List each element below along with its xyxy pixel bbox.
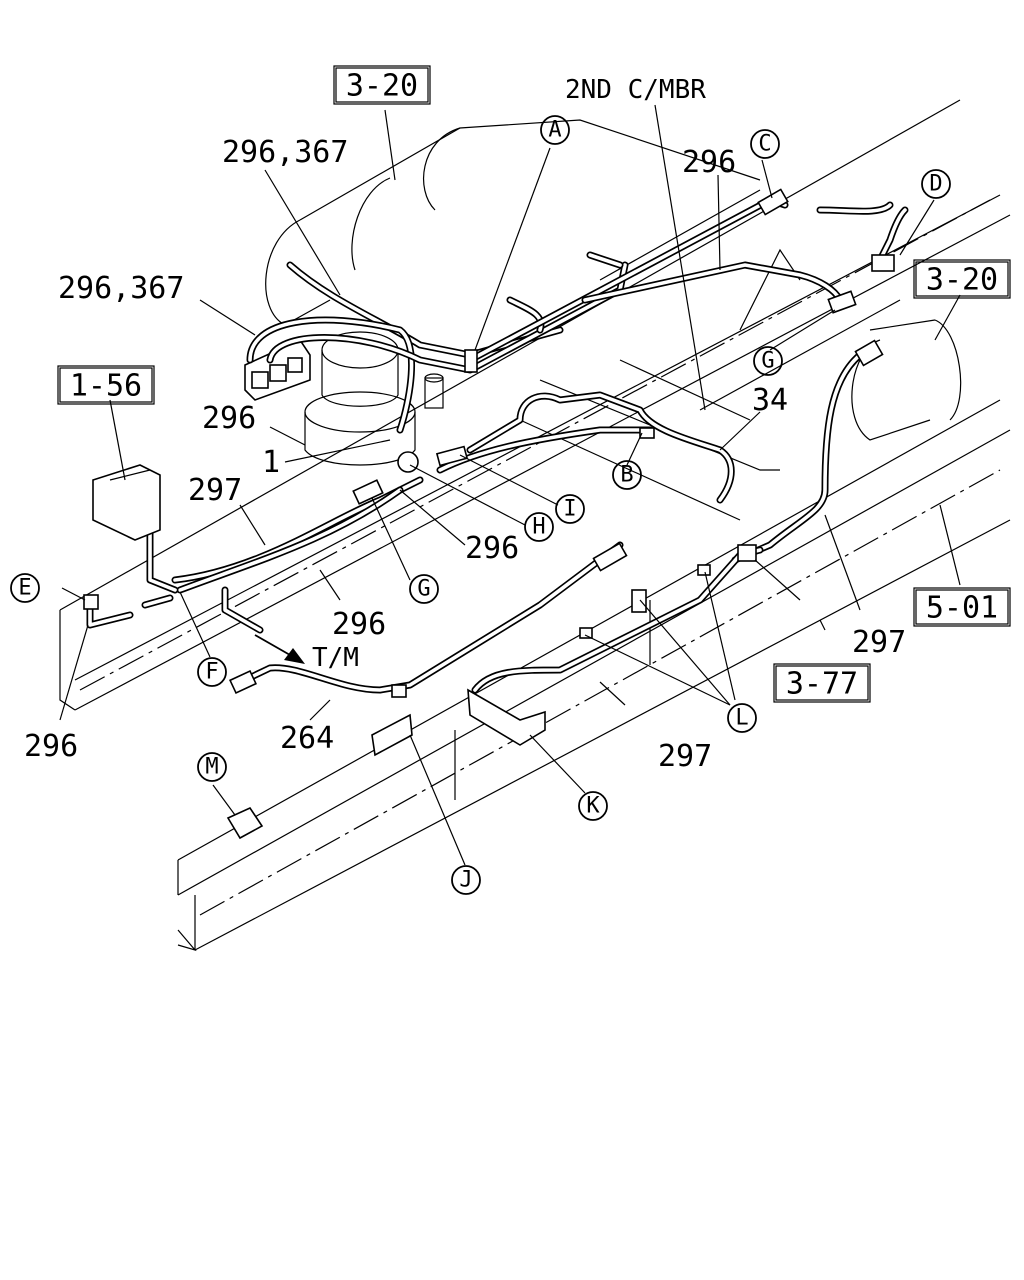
label-296-center: 296 bbox=[465, 531, 519, 566]
label-296-top-right: 296 bbox=[682, 145, 736, 180]
ref-3-20-right: 3-20 bbox=[926, 263, 998, 298]
valve-block bbox=[244, 338, 311, 401]
ref-5-01: 5-01 bbox=[926, 591, 998, 626]
svg-text:B: B bbox=[620, 463, 633, 488]
ref-1-56: 1-56 bbox=[70, 369, 142, 404]
svg-text:D: D bbox=[929, 172, 942, 197]
label-296-367-left: 296,367 bbox=[58, 271, 184, 306]
ref-3-20-top: 3-20 bbox=[346, 69, 418, 104]
label-296-lower: 296 bbox=[332, 607, 386, 642]
svg-text:H: H bbox=[532, 515, 545, 540]
callout-h: H bbox=[524, 512, 554, 542]
callout-l: L bbox=[727, 703, 757, 733]
svg-text:I: I bbox=[563, 497, 576, 522]
callout-g-right: G bbox=[753, 346, 783, 376]
svg-text:A: A bbox=[548, 118, 561, 143]
callout-k: K bbox=[578, 791, 608, 821]
svg-text:E: E bbox=[18, 576, 31, 601]
svg-text:F: F bbox=[205, 660, 218, 685]
label-297-bottom: 297 bbox=[658, 739, 712, 774]
label-tm: T/M bbox=[312, 643, 359, 673]
svg-text:J: J bbox=[459, 868, 472, 893]
label-264: 264 bbox=[280, 721, 334, 756]
part-labels: 2ND C/MBR 296,367 296,367 296 296 1 34 2… bbox=[24, 75, 906, 774]
svg-text:K: K bbox=[586, 794, 600, 819]
reference-boxes: 3-20 3-20 1-56 5-01 3-77 bbox=[57, 65, 1011, 703]
label-1: 1 bbox=[262, 445, 280, 480]
callout-e: E bbox=[10, 573, 40, 603]
callout-m: M bbox=[197, 752, 227, 782]
svg-text:G: G bbox=[417, 577, 430, 602]
callout-j: J bbox=[451, 865, 481, 895]
label-34: 34 bbox=[752, 383, 788, 418]
label-296-bottom-left: 296 bbox=[24, 729, 78, 764]
callouts: A C D G B I H G bbox=[10, 115, 951, 895]
svg-text:G: G bbox=[761, 349, 774, 374]
label-297-right: 297 bbox=[852, 625, 906, 660]
ref-3-77: 3-77 bbox=[786, 667, 858, 702]
fittings bbox=[83, 188, 895, 840]
callout-b: B bbox=[612, 460, 642, 490]
pipes bbox=[86, 196, 909, 694]
label-2nd-cross-member: 2ND C/MBR bbox=[565, 75, 706, 105]
label-297-left: 297 bbox=[188, 473, 242, 508]
callout-d: D bbox=[921, 169, 951, 199]
callout-i: I bbox=[555, 494, 585, 524]
svg-text:L: L bbox=[735, 706, 748, 731]
leader-lines bbox=[59, 104, 961, 866]
callout-a: A bbox=[540, 115, 570, 145]
callout-g-left: G bbox=[409, 574, 439, 604]
callout-c: C bbox=[750, 129, 780, 159]
callout-f: F bbox=[197, 657, 227, 687]
label-296-mid-left: 296 bbox=[202, 401, 256, 436]
svg-text:C: C bbox=[758, 132, 771, 157]
svg-text:M: M bbox=[205, 755, 218, 780]
label-296-367-top: 296,367 bbox=[222, 135, 348, 170]
